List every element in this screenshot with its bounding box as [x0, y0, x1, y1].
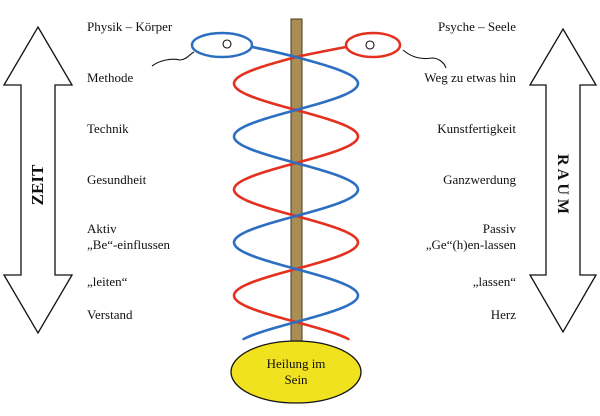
blue-snake-tail	[151, 51, 195, 67]
label-technik: Technik	[87, 121, 129, 136]
label-gehenlassen: „Ge“(h)en-lassen	[425, 237, 516, 252]
label-leiten: „leiten“	[87, 274, 128, 289]
blue-snake-head	[190, 31, 254, 59]
label-verstand: Verstand	[87, 307, 133, 322]
zeit-double-arrow	[2, 25, 74, 335]
raum-double-arrow	[528, 27, 598, 334]
label-kunst: Kunstfertigkeit	[437, 121, 516, 136]
label-beeinflussen: „Be“-einflussen	[87, 237, 171, 252]
label-psyche: Psyche – Seele	[438, 19, 516, 34]
label-lassen: „lassen“	[472, 274, 516, 289]
label-passiv: Passiv	[482, 221, 516, 236]
blue-snake-eye	[222, 39, 232, 49]
red-strand	[232, 45, 360, 341]
heilung-line-1: Heilung im	[267, 356, 326, 371]
label-physik: Physik – Körper	[87, 19, 173, 34]
zeit-label: ZEIT	[28, 164, 47, 205]
label-methode: Methode	[87, 70, 134, 85]
central-staff	[290, 18, 303, 356]
label-gesundheit: Gesundheit	[87, 172, 147, 187]
blue-strand	[232, 45, 360, 341]
label-weg: Weg zu etwas hin	[424, 70, 516, 85]
raum-label: R A U M	[554, 154, 571, 214]
label-ganzwerdung: Ganzwerdung	[443, 172, 516, 187]
red-snake-tail	[402, 49, 447, 69]
label-aktiv: Aktiv	[87, 221, 117, 236]
label-herz: Herz	[490, 307, 516, 322]
red-snake-eye	[365, 40, 375, 50]
heilung-line-2: Sein	[284, 372, 308, 387]
heilung-ellipse	[230, 340, 362, 404]
